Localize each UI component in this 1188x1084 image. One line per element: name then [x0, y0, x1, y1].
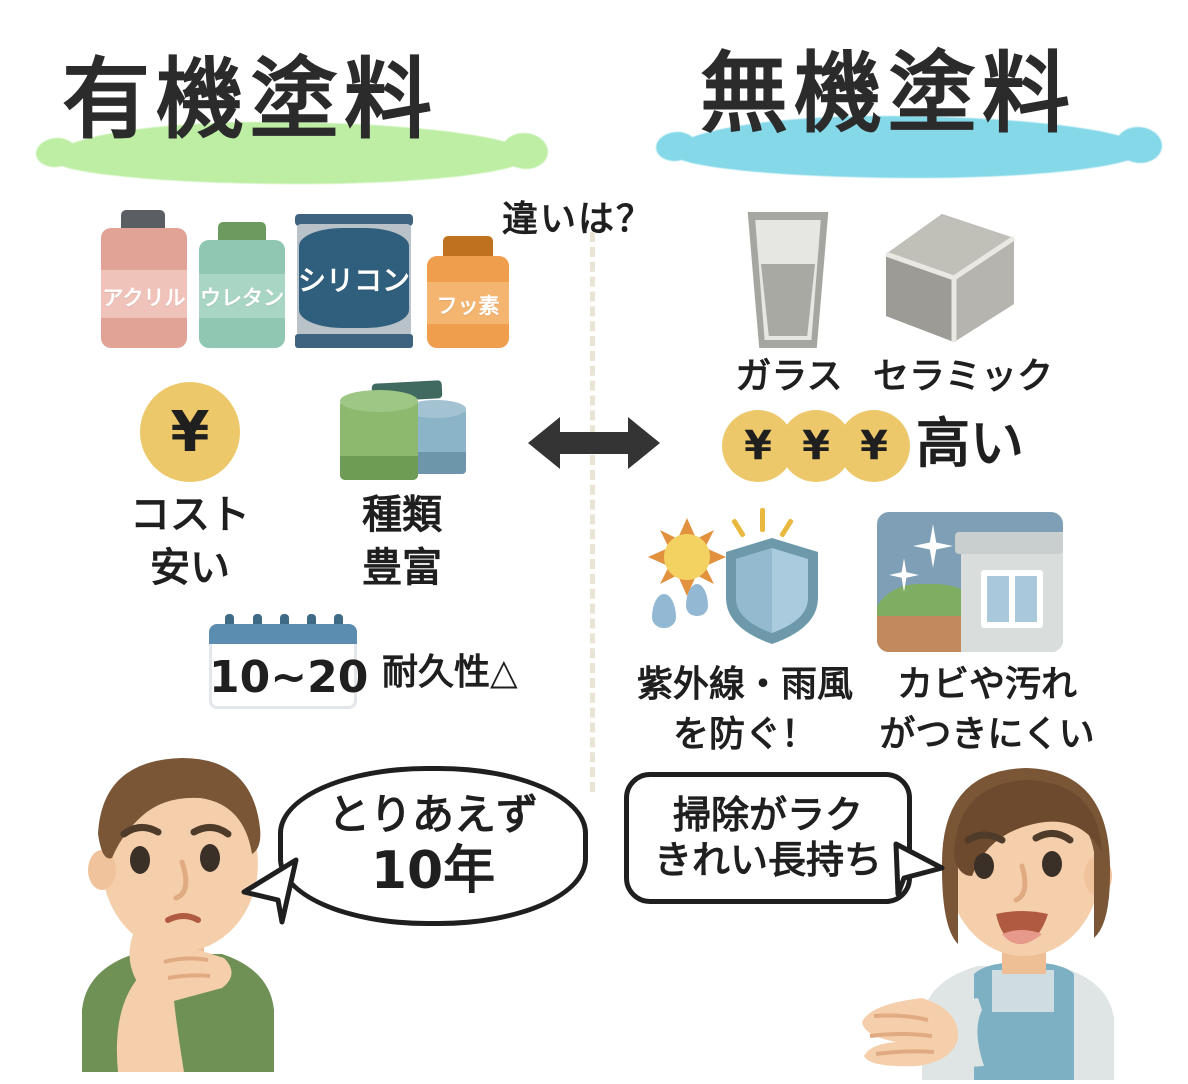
can-blue-lid [406, 400, 466, 418]
material-label-ceramic: セラミック [872, 356, 1053, 397]
glass-water [761, 264, 815, 336]
rain-drop-icon [652, 594, 676, 628]
shield-icon [722, 536, 822, 646]
can-blue-ring [406, 452, 466, 474]
bubble-line2: きれい長持ち [653, 838, 882, 882]
product-label: シリコン [297, 264, 410, 297]
shield-sparkle-ray [760, 508, 765, 532]
cube-icon [876, 208, 1024, 348]
bottle-band [101, 270, 187, 318]
right-title: 無機塗料 [700, 42, 1077, 145]
product-bottle-acrylic: アクリル [101, 210, 187, 348]
house-window-pane [987, 576, 1009, 622]
bubble-line1: 掃除がラク [672, 793, 863, 838]
material-label-glass: ガラス [735, 356, 843, 397]
sparkle-icon [913, 524, 953, 568]
left-title: 有機塗料 [62, 48, 439, 151]
sun-rain-shield-icon [644, 508, 854, 650]
speech-bubble-left: とりあえず 10年 [278, 766, 588, 926]
product-bottle-fluorine: フッ素 [427, 236, 509, 348]
can-top-rim [295, 214, 413, 226]
durability-label: 耐久性△ [382, 652, 518, 693]
product-label: アクリル [102, 286, 186, 310]
benefit-label-line1: 紫外線・雨風 [636, 664, 853, 705]
benefit-label-line2: がつきにくい [879, 714, 1095, 755]
speech-bubble-left-tail [240, 856, 300, 930]
yen-symbol: ¥ [860, 423, 888, 469]
house-roof [955, 532, 1063, 554]
can-label-face [299, 228, 409, 328]
bottle-band [199, 274, 285, 318]
rain-drop-icon [686, 584, 708, 616]
calendar-icon: 10~20 [209, 614, 369, 709]
bottle-band [427, 282, 509, 324]
cost-label-line1: コスト [130, 492, 250, 538]
section-divider [590, 232, 595, 792]
cost-coin-icon: ¥ [140, 382, 240, 482]
difference-question: 違いは？ [502, 199, 655, 240]
variety-cans-icon [334, 380, 470, 482]
cost-label-line2: 安い [150, 545, 230, 591]
variety-label-line2: 豊富 [362, 545, 442, 591]
person-man-thinking [72, 742, 322, 1072]
price-label: 高い [916, 412, 1024, 475]
product-bottle-urethane: ウレタン [199, 222, 285, 348]
product-can-silicon: シリコン [295, 214, 413, 348]
benefit-label-line1: カビや汚れ [896, 664, 1077, 705]
can-green-ring [340, 456, 418, 480]
shield-sparkle-ray [731, 518, 746, 538]
double-arrow-icon [524, 410, 664, 476]
clean-house-icon [877, 512, 1063, 652]
yen-symbol: ¥ [744, 423, 772, 469]
benefit-label-line2: を防ぐ！ [672, 714, 817, 755]
can-bottom-rim [295, 334, 413, 348]
price-coin-icon: ¥ [838, 410, 910, 482]
house-window-pane [1015, 576, 1037, 622]
speech-bubble-right: 掃除がラク きれい長持ち [624, 772, 912, 904]
speech-bubble-right-tail [892, 838, 946, 902]
calendar-header [209, 624, 357, 646]
price-coin-icon: ¥ [780, 410, 852, 482]
yen-symbol: ¥ [802, 423, 830, 469]
calendar-value: 10~20 [209, 652, 369, 703]
can-green-lid [340, 390, 418, 412]
right-title-brush [672, 116, 1144, 178]
bubble-line2: 10年 [370, 841, 496, 902]
product-label: ウレタン [200, 286, 284, 310]
left-title-brush [52, 122, 530, 184]
calendar-body [209, 644, 357, 709]
bubble-line1: とりあえず [327, 790, 538, 840]
product-label: フッ素 [436, 294, 500, 318]
shield-sparkle-ray [779, 518, 794, 538]
person-woman-smiling [862, 748, 1144, 1080]
variety-label-line1: 種類 [362, 492, 442, 538]
sun-icon [648, 518, 726, 596]
yen-symbol: ¥ [170, 399, 210, 465]
bottle-cap [121, 210, 165, 232]
glass-icon [740, 212, 836, 348]
bottle-cap [218, 222, 266, 244]
